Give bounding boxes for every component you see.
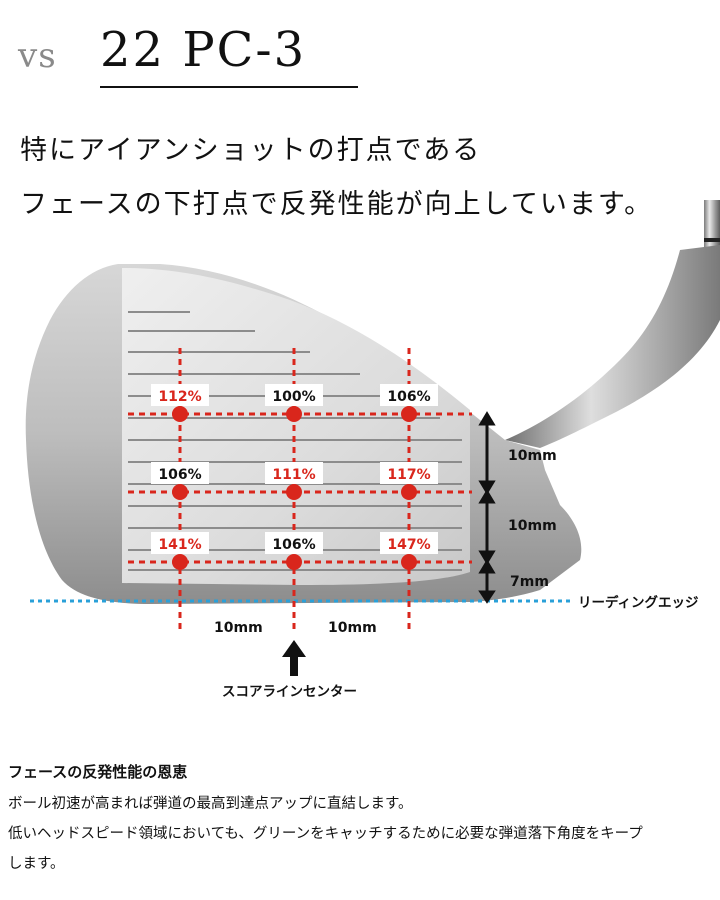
impact-value-box (265, 384, 323, 406)
spacing-label-right: 10mm (328, 620, 377, 636)
benefit-line-2: 低いヘッドスピード領域においても、グリーンをキャッチするために必要な弾道落下角度… (8, 826, 643, 842)
benefit-line-3: します。 (8, 856, 65, 872)
spacing-label-middle: 10mm (508, 518, 557, 534)
impact-point-dot (401, 406, 417, 422)
title-underline (100, 86, 358, 88)
impact-point-dot (401, 484, 417, 500)
impact-value-box (265, 462, 323, 484)
headline-line-2: フェースの下打点で反発性能が向上しています。 (20, 189, 654, 220)
vertical-spacing-markers (478, 411, 496, 604)
impact-value-label: 112% (158, 389, 201, 405)
impact-value-box (265, 532, 323, 554)
benefit-line-1: ボール初速が高まれば弾道の最高到達点アップに直結します。 (8, 796, 413, 812)
club-hosel (505, 245, 720, 448)
impact-value-box (151, 462, 209, 484)
brand-vs-label: vs (18, 36, 57, 76)
impact-value-label: 147% (387, 537, 430, 553)
impact-value-label: 117% (387, 467, 430, 483)
impact-value-box (380, 384, 438, 406)
headline-line-1: 特にアイアンショットの打点である (20, 135, 482, 166)
impact-value-label: 106% (387, 389, 430, 405)
benefit-title: フェースの反発性能の恩恵 (8, 763, 188, 781)
impact-point-dot (286, 554, 302, 570)
impact-value-label: 106% (158, 467, 201, 483)
impact-value-box (380, 462, 438, 484)
score-line-center-label: スコアラインセンター (222, 684, 357, 700)
impact-value-box (151, 384, 209, 406)
spacing-label-left: 10mm (214, 620, 263, 636)
impact-points: 112% 100% 106% 106% 111% 117% 141% 106% 147% (151, 384, 438, 570)
impact-value-label: 111% (272, 467, 315, 483)
impact-point-dot (172, 484, 188, 500)
score-line-center-arrow-icon (282, 640, 306, 676)
impact-point-dot (401, 554, 417, 570)
impact-value-box (151, 532, 209, 554)
leading-edge-label: リーディングエッジ (578, 594, 699, 611)
model-name: 22 PC-3 (100, 22, 307, 78)
impact-point-dot (286, 484, 302, 500)
impact-point-dot (286, 406, 302, 422)
impact-value-box (380, 532, 438, 554)
impact-value-label: 141% (158, 537, 201, 553)
spacing-label-top: 10mm (508, 448, 557, 464)
impact-value-label: 106% (272, 537, 315, 553)
spacing-label-bottom: 7mm (510, 574, 549, 590)
impact-point-dot (172, 406, 188, 422)
impact-value-label: 100% (272, 389, 315, 405)
impact-point-dot (172, 554, 188, 570)
